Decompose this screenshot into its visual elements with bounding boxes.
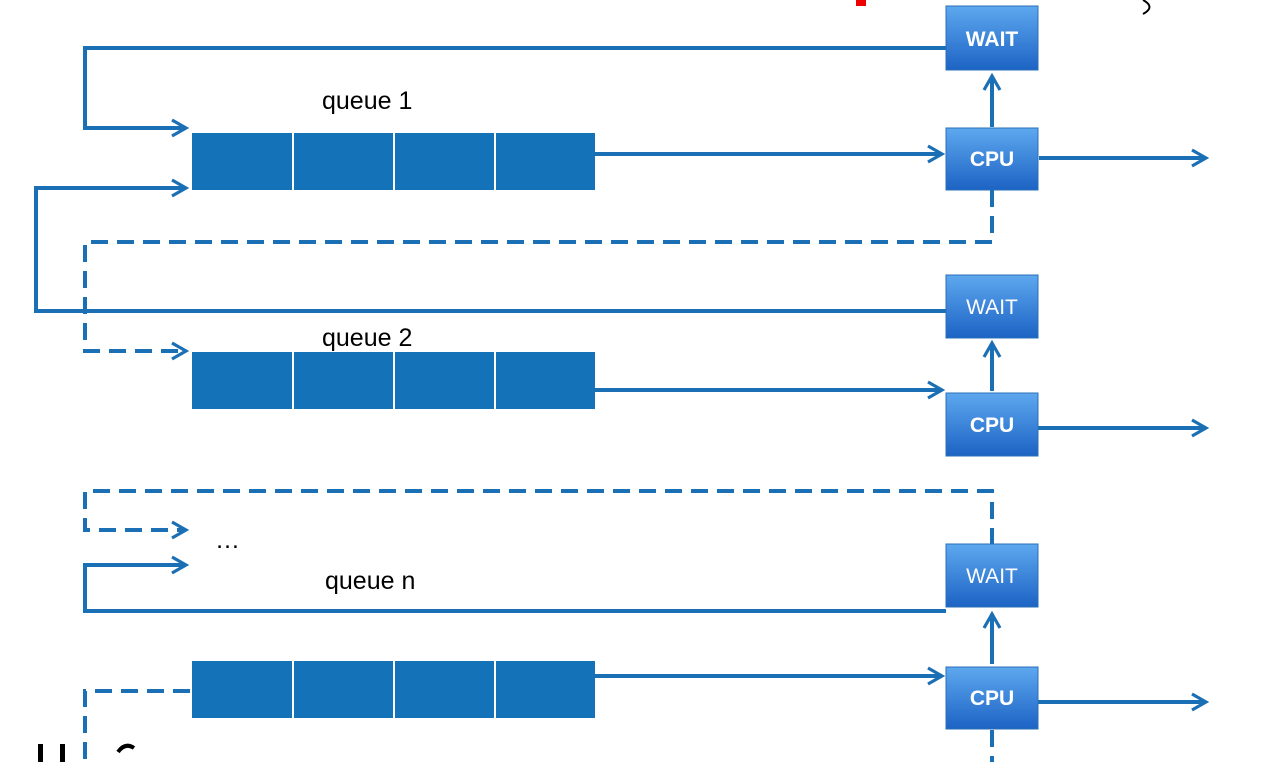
cpu-box-1: CPU <box>945 127 1039 191</box>
wait-box-n: WAIT <box>945 543 1039 608</box>
cropped-red-mark <box>856 0 866 6</box>
wait1-feedback-line <box>83 46 946 138</box>
queue-2-label: queue 2 <box>322 324 412 352</box>
cpu-label-n: CPU <box>970 687 1014 710</box>
queue-2-group: queue 2 WAIT CPU <box>83 274 1210 545</box>
queue-1-label: queue 1 <box>322 87 412 115</box>
wait-label-n: WAIT <box>966 565 1018 588</box>
ellipsis-label: … <box>215 526 240 554</box>
queue-1-blocks <box>192 133 595 190</box>
wait-label-2: WAIT <box>966 296 1018 319</box>
cpu-box-2: CPU <box>945 392 1039 457</box>
wait-box-2: WAIT <box>945 274 1039 339</box>
waitn-feedback-line <box>83 555 946 613</box>
cpu2-demote-dashed-line <box>83 489 994 545</box>
cpu-label-1: CPU <box>970 148 1014 171</box>
queue-2-blocks <box>192 352 595 409</box>
wait-label-1: WAIT <box>966 28 1019 51</box>
queue-n-label: queue n <box>325 567 415 595</box>
cropped-glyph <box>1142 0 1151 15</box>
cpu-box-n: CPU <box>945 666 1039 730</box>
wait-box-1: WAIT <box>945 5 1039 71</box>
queue-n-group: queue n WAIT CPU <box>83 543 1210 762</box>
cropped-bottom-glyphs <box>38 743 136 762</box>
cpu1-demote-dashed-line <box>83 190 994 361</box>
cpu-label-2: CPU <box>970 414 1014 437</box>
queue-n-dashed-loop <box>83 689 190 762</box>
wait2-feedback-line <box>34 178 946 313</box>
queue-1-group: queue 1 WAIT CPU <box>34 5 1210 361</box>
queue-n-blocks <box>192 661 595 718</box>
